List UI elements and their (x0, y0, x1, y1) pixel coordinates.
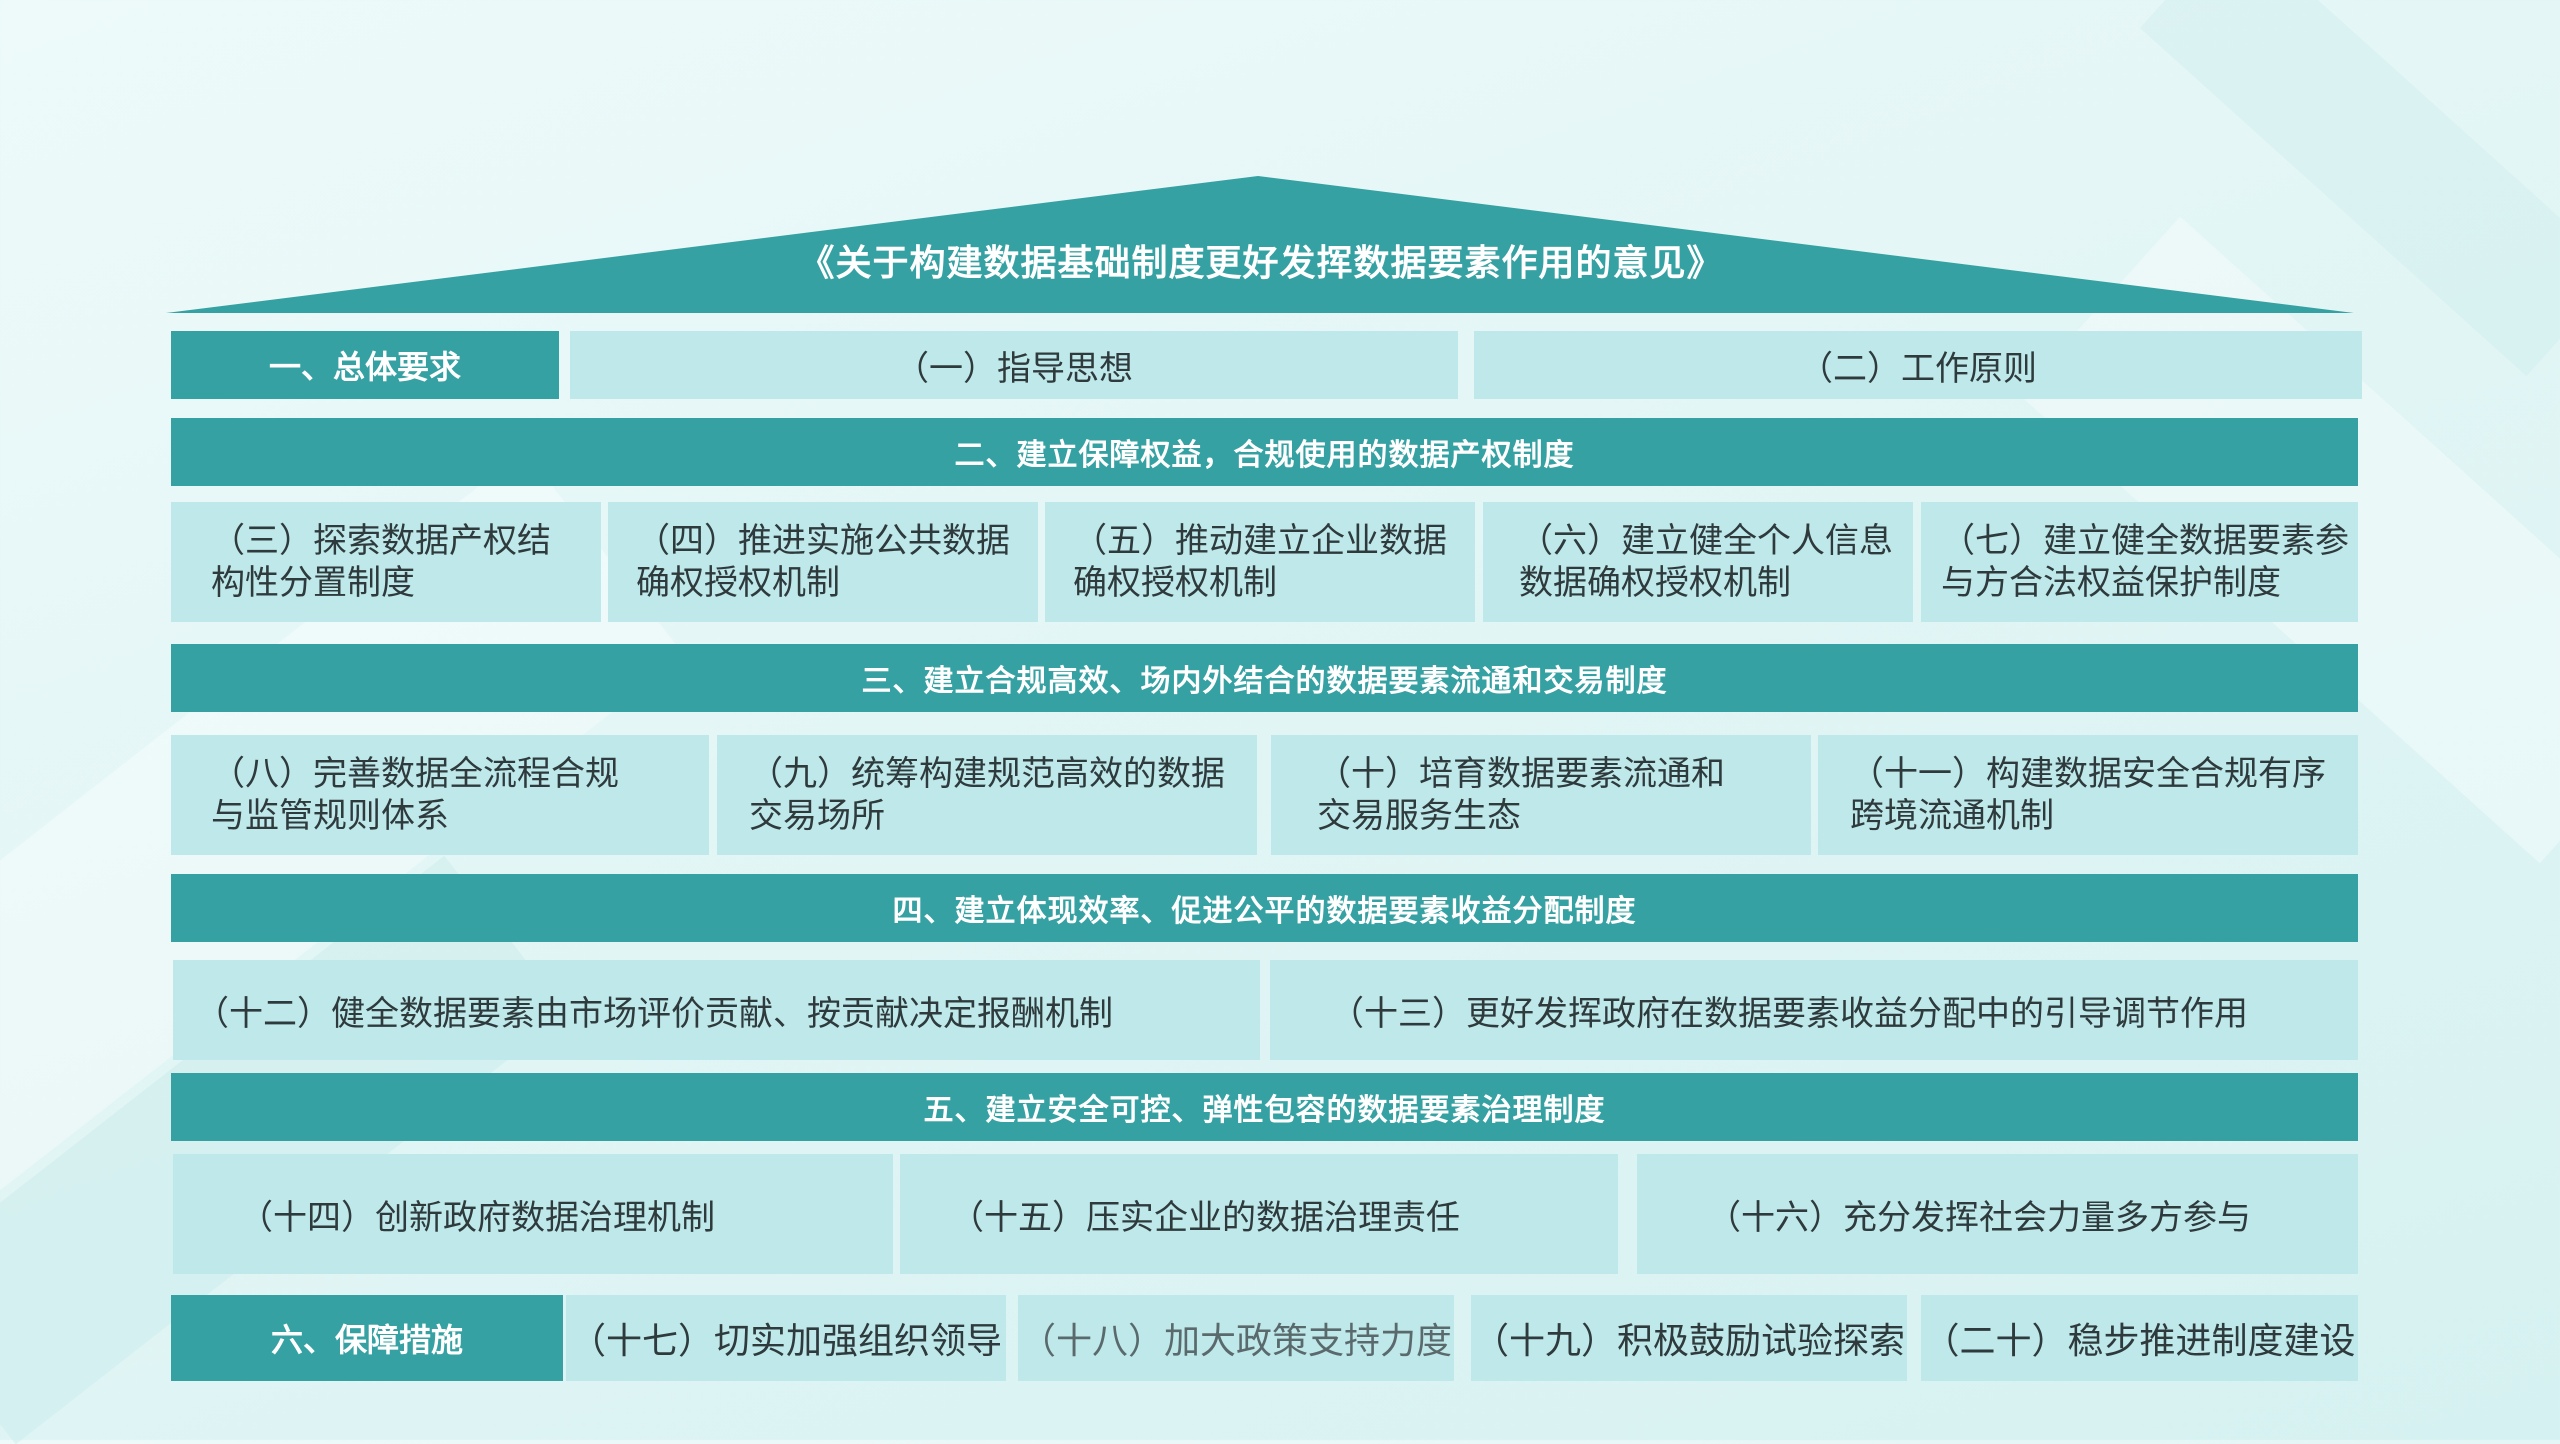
section-band-circulation-trading: 三、建立合规高效、场内外结合的数据要素流通和交易制度 (171, 644, 2358, 712)
item-text: （十七）切实加强组织领导 (569, 1321, 1002, 1362)
item-text: （二十）稳步推进制度建设 (1923, 1321, 2356, 1362)
item-text: （十五）压实企业的数据治理责任 (950, 1197, 1460, 1238)
item-line: 与监管规则体系 (211, 796, 449, 836)
item-line: （三）探索数据产权结 (211, 521, 551, 561)
item-15: （十五）压实企业的数据治理责任 (900, 1154, 1618, 1274)
item-6: （六）建立健全个人信息数据确权授权机制 (1483, 502, 1913, 622)
item-14: （十四）创新政府数据治理机制 (173, 1154, 893, 1274)
item-text: （一）指导思想 (895, 348, 1133, 389)
item-line: 确权授权机制 (636, 563, 840, 603)
roof-shape (166, 176, 2354, 313)
document-title: 《关于构建数据基础制度更好发挥数据要素作用的意见》 (798, 243, 1724, 284)
item-line: （四）推进实施公共数据 (636, 521, 1010, 561)
item-text: （十六）充分发挥社会力量多方参与 (1707, 1197, 2251, 1238)
item-line: （十一）构建数据安全合规有序 (1850, 754, 2326, 794)
section-band-text: 五、建立安全可控、弹性包容的数据要素治理制度 (923, 1093, 1606, 1128)
item-line: （五）推动建立企业数据 (1073, 521, 1447, 561)
item-line: 与方合法权益保护制度 (1941, 563, 2281, 603)
section-band-text: 三、建立合规高效、场内外结合的数据要素流通和交易制度 (861, 664, 1668, 699)
item-guiding-thought: （一）指导思想 (570, 331, 1458, 399)
item-7: （七）建立健全数据要素参与方合法权益保护制度 (1921, 502, 2358, 622)
item-line: （六）建立健全个人信息 (1519, 521, 1893, 561)
item-line: 交易场所 (749, 796, 885, 836)
item-19: （十九）积极鼓励试验探索 (1471, 1295, 1907, 1381)
item-17: （十七）切实加强组织领导 (566, 1295, 1006, 1381)
item-16: （十六）充分发挥社会力量多方参与 (1637, 1154, 2358, 1274)
section-band-governance: 五、建立安全可控、弹性包容的数据要素治理制度 (171, 1073, 2358, 1141)
item-5: （五）推动建立企业数据确权授权机制 (1045, 502, 1475, 622)
item-4: （四）推进实施公共数据确权授权机制 (608, 502, 1038, 622)
item-text: （十九）积极鼓励试验探索 (1472, 1321, 1905, 1362)
item-text: （十八）加大政策支持力度 (1019, 1321, 1452, 1362)
item-line: 数据确权授权机制 (1519, 563, 1791, 603)
item-line: （十）培育数据要素流通和 (1317, 754, 1725, 794)
item-line: 跨境流通机制 (1850, 796, 2054, 836)
item-line: （九）统筹构建规范高效的数据 (749, 754, 1225, 794)
item-line: 构性分置制度 (211, 563, 415, 603)
item-working-principles: （二）工作原则 (1474, 331, 2362, 399)
item-text: （十四）创新政府数据治理机制 (239, 1197, 715, 1238)
item-11: （十一）构建数据安全合规有序跨境流通机制 (1818, 735, 2358, 855)
item-8: （八）完善数据全流程合规与监管规则体系 (171, 735, 709, 855)
section-label-safeguards: 六、保障措施 (171, 1295, 563, 1381)
item-line: 交易服务生态 (1317, 796, 1521, 836)
item-9: （九）统筹构建规范高效的数据交易场所 (717, 735, 1257, 855)
item-line: （八）完善数据全流程合规 (211, 754, 619, 794)
item-18: （十八）加大政策支持力度 (1018, 1295, 1454, 1381)
section-label-general-requirements: 一、总体要求 (171, 331, 559, 399)
item-text: （二）工作原则 (1799, 348, 2037, 389)
item-text: （十三）更好发挥政府在数据要素收益分配中的引导调节作用 (1330, 993, 2248, 1034)
section-label-text: 六、保障措施 (270, 1321, 463, 1359)
item-line: （七）建立健全数据要素参 (1941, 521, 2349, 561)
item-12: （十二）健全数据要素由市场评价贡献、按贡献决定报酬机制 (173, 960, 1260, 1060)
section-label-text: 一、总体要求 (268, 348, 461, 386)
item-13: （十三）更好发挥政府在数据要素收益分配中的引导调节作用 (1270, 960, 2358, 1060)
item-3: （三）探索数据产权结构性分置制度 (171, 502, 601, 622)
section-band-property-rights: 二、建立保障权益，合规使用的数据产权制度 (171, 418, 2358, 486)
item-20: （二十）稳步推进制度建设 (1921, 1295, 2358, 1381)
section-band-income-distribution: 四、建立体现效率、促进公平的数据要素收益分配制度 (171, 874, 2358, 942)
item-10: （十）培育数据要素流通和交易服务生态 (1271, 735, 1811, 855)
item-text: （十二）健全数据要素由市场评价贡献、按贡献决定报酬机制 (195, 993, 1113, 1034)
item-line: 确权授权机制 (1073, 563, 1277, 603)
section-band-text: 四、建立体现效率、促进公平的数据要素收益分配制度 (892, 894, 1637, 929)
section-band-text: 二、建立保障权益，合规使用的数据产权制度 (954, 438, 1575, 473)
